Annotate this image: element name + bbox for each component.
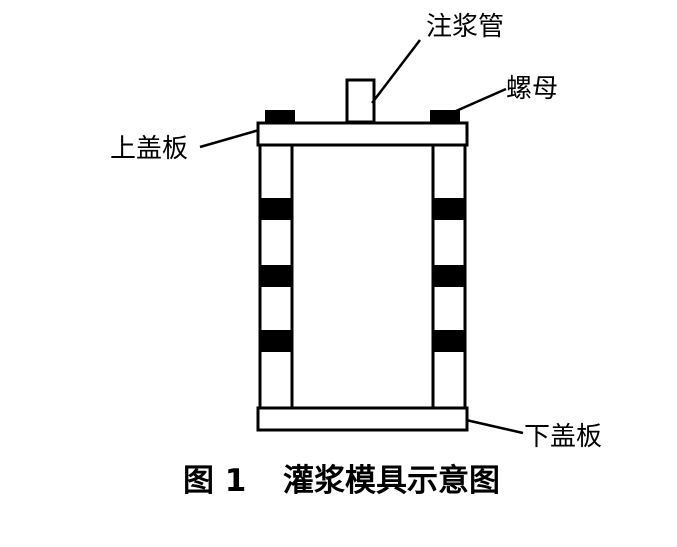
right-wall-band-1 (433, 198, 465, 220)
leader-nut (455, 87, 507, 113)
upper-cover-plate (256, 121, 469, 147)
label-lower-cover: 下盖板 (524, 422, 602, 452)
caption-figure-number: 图 1 (183, 463, 246, 499)
label-nut: 螺母 (506, 74, 558, 104)
leader-grout-pipe (371, 39, 421, 104)
nut-left (265, 110, 295, 124)
right-wall-band-3 (433, 330, 465, 352)
right-wall-band-2 (433, 265, 465, 287)
caption-title: 灌浆模具示意图 (283, 463, 500, 499)
lower-cover-plate (256, 406, 469, 432)
left-wall-band-1 (260, 198, 292, 220)
leader-lower-cover (465, 418, 524, 435)
grout-pipe (345, 78, 376, 124)
leader-upper-cover (199, 128, 260, 149)
left-wall-band-2 (260, 265, 292, 287)
label-upper-cover: 上盖板 (110, 134, 188, 164)
label-grout-pipe: 注浆管 (426, 12, 504, 42)
left-wall-band-3 (260, 330, 292, 352)
nut-right (430, 110, 460, 124)
